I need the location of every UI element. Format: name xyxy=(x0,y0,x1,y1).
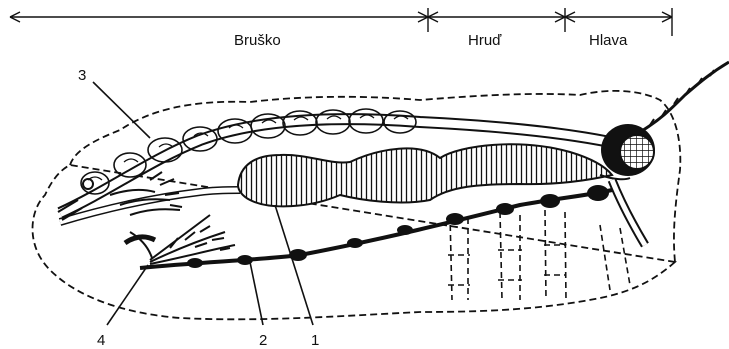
reproductive-glands xyxy=(110,172,235,264)
callout-1: 1 xyxy=(311,332,319,349)
region-dimension-lines xyxy=(10,8,672,36)
region-label-abdomen: Bruško xyxy=(234,32,281,49)
leg-stumps xyxy=(448,210,630,300)
region-label-head: Hlava xyxy=(589,32,628,49)
antenna xyxy=(640,62,729,132)
brain-ganglion xyxy=(601,124,655,176)
callout-3: 3 xyxy=(78,67,86,84)
callout-2: 2 xyxy=(259,332,267,349)
region-label-thorax: Hruď xyxy=(468,32,502,49)
callout-4: 4 xyxy=(97,332,105,349)
